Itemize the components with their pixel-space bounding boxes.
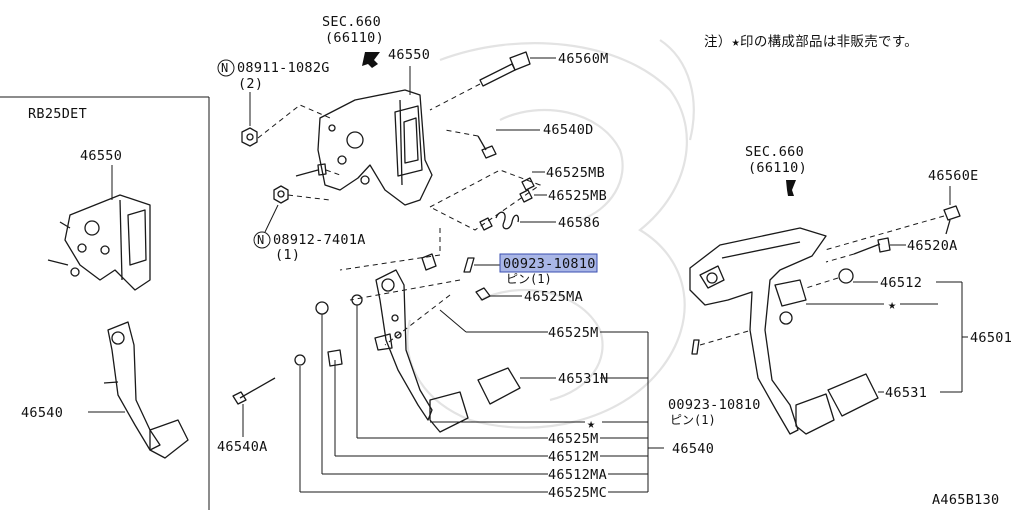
inset-bracket-label: 46550	[80, 148, 122, 164]
stud-drawing	[295, 163, 327, 177]
label-46512M: 46512M	[548, 449, 599, 465]
bolt-n1-code: 08911-1082G	[237, 60, 330, 76]
label-46525MC: 46525MC	[548, 485, 607, 501]
pin-right-code: 00923-10810	[668, 397, 761, 413]
sec-right-line2: (66110)	[748, 160, 807, 176]
label-46540: 46540	[672, 441, 714, 457]
bolt-46540A-drawing	[232, 377, 276, 405]
pedal-pad-46531N-drawing	[477, 367, 521, 405]
bushing-drawing	[294, 253, 437, 367]
pin-highlight-code[interactable]: 00923-10810	[503, 256, 596, 272]
n-marker-icon-2	[253, 231, 271, 249]
nut-n2-prefix: N	[257, 233, 264, 247]
pin-highlight-sub: ピン(1)	[506, 272, 552, 286]
label-46540D: 46540D	[543, 122, 594, 138]
inset-frame	[0, 96, 210, 510]
nut-n2-qty: (1)	[275, 247, 300, 263]
pin-highlight-drawing	[463, 257, 475, 273]
label-46531N: 46531N	[558, 371, 609, 387]
label-46525MA: 46525MA	[524, 289, 583, 305]
sec-right-line1: SEC.660	[745, 144, 804, 160]
nut-n2-code: 08912-7401A	[273, 232, 366, 248]
clip-46525MB-drawing	[519, 177, 535, 203]
label-46531: 46531	[885, 385, 927, 401]
engine-label: RB25DET	[28, 106, 87, 122]
label-46560M: 46560M	[558, 51, 609, 67]
bolt-n1-prefix: N	[221, 61, 228, 75]
label-46525M-b: 46525M	[548, 431, 599, 447]
center-bracket-drawing	[317, 89, 433, 206]
label-46586: 46586	[558, 215, 600, 231]
diagram-id: A465B130	[932, 492, 999, 508]
star-right: ★	[888, 297, 896, 313]
label-46560E: 46560E	[928, 168, 979, 184]
sec-right-arrow-icon	[786, 180, 796, 196]
inset-pedal-label: 46540	[21, 405, 63, 421]
note-text: 注）★印の構成部品は非販売です。	[704, 34, 918, 50]
bolt-46540D-drawing	[477, 135, 497, 159]
pin-right-drawing	[691, 339, 700, 355]
sec-top-arrow-icon	[362, 52, 380, 68]
label-46525M-a: 46525M	[548, 325, 599, 341]
spring-46586-drawing	[479, 211, 520, 231]
bolt-46560M-drawing	[479, 51, 531, 87]
nut-lower-drawing	[273, 185, 289, 204]
nut-upper-drawing	[241, 127, 258, 147]
label-46520A: 46520A	[907, 238, 958, 254]
pin-right-sub: ピン(1)	[670, 413, 716, 427]
label-46540A: 46540A	[217, 439, 268, 455]
right-parts-drawing	[838, 205, 961, 284]
sec-top-line2: (66110)	[325, 30, 384, 46]
label-46525MB-1: 46525MB	[546, 165, 605, 181]
n-marker-icon	[217, 59, 235, 77]
right-assembly-drawing	[689, 227, 879, 435]
leader-tree	[299, 305, 664, 493]
pin-highlight-box[interactable]	[499, 253, 598, 273]
bolt-n1-qty: (2)	[238, 76, 263, 92]
inset-bracket-drawing	[47, 194, 151, 291]
label-46525MB-2: 46525MB	[548, 188, 607, 204]
label-46512: 46512	[880, 275, 922, 291]
inset-pedal-drawing	[103, 321, 189, 459]
center-pedal-drawing	[374, 269, 469, 433]
sec-top-line1: SEC.660	[322, 14, 381, 30]
watermark-logo	[406, 39, 695, 429]
label-46501: 46501	[970, 330, 1012, 346]
star-center: ★	[587, 416, 595, 432]
bracket-label: 46550	[388, 47, 430, 63]
label-46512MA: 46512MA	[548, 467, 607, 483]
